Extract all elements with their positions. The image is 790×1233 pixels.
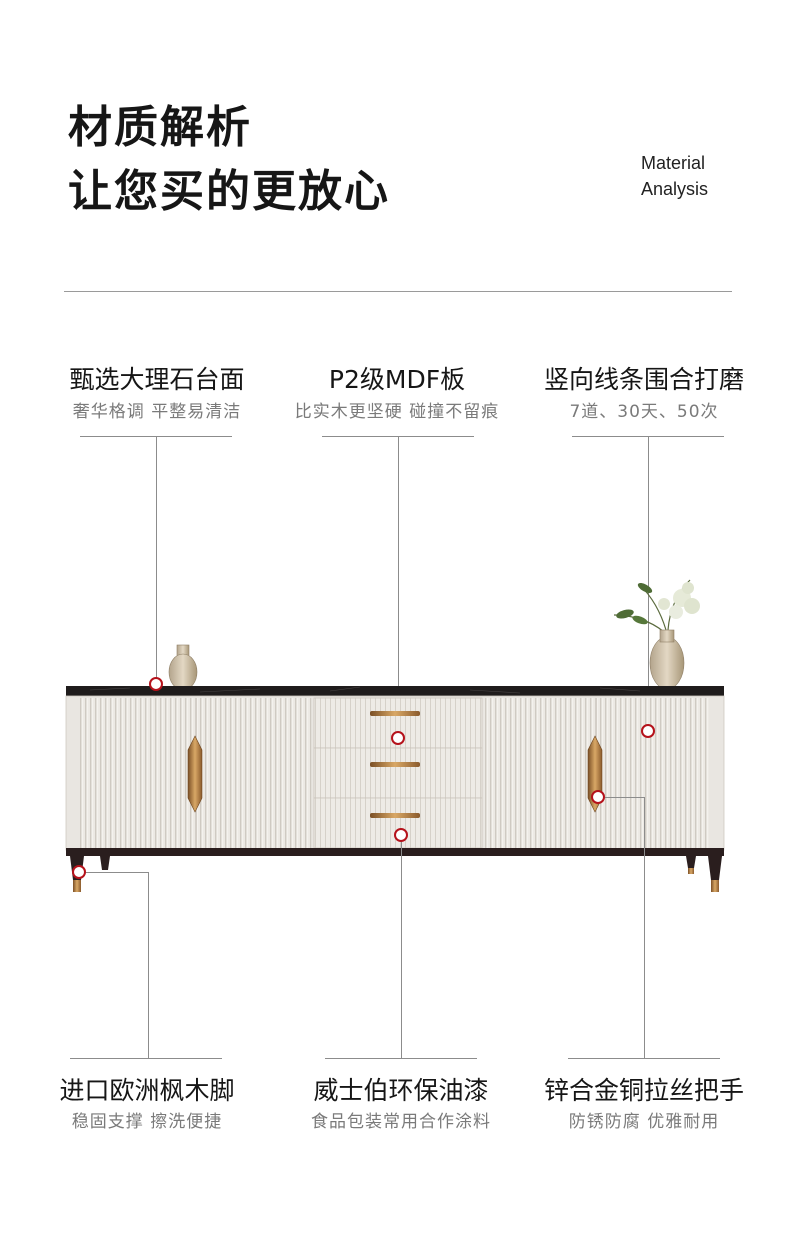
callout-leader-mdf-board bbox=[398, 436, 399, 731]
feature-title-paint: 威士伯环保油漆 bbox=[313, 1076, 489, 1105]
feature-subtitle-marble-top: 奢华格调 平整易清洁 bbox=[72, 402, 242, 422]
feature-subtitle-paint: 食品包装常用合作涂料 bbox=[311, 1112, 491, 1132]
sideboard-illustration bbox=[0, 560, 790, 910]
right-door-1 bbox=[484, 698, 595, 848]
feature-title-mdf-board: P2级MDF板 bbox=[328, 365, 466, 394]
hotspot-handles[interactable] bbox=[591, 790, 605, 804]
callout-rule-paint bbox=[325, 1058, 477, 1059]
flower-vase-right bbox=[613, 579, 700, 690]
callout-leader-handles bbox=[644, 797, 645, 1058]
callout-elbow-handles bbox=[605, 797, 644, 798]
hotspot-mdf-board[interactable] bbox=[391, 731, 405, 745]
callout-rule-maple-legs bbox=[70, 1058, 222, 1059]
hotspot-vertical-lines[interactable] bbox=[641, 724, 655, 738]
english-title-line-1: Material bbox=[641, 153, 706, 173]
feature-title-handles: 锌合金铜拉丝把手 bbox=[543, 1076, 744, 1105]
callout-elbow-maple-legs bbox=[86, 872, 148, 873]
leg-right bbox=[708, 856, 722, 892]
base-rail bbox=[66, 848, 724, 856]
leg-center-right bbox=[686, 856, 696, 874]
callout-leader-paint bbox=[401, 842, 402, 1058]
hotspot-maple-legs[interactable] bbox=[72, 865, 86, 879]
hotspot-marble-top[interactable] bbox=[149, 677, 163, 691]
feature-title-marble-top: 甄选大理石台面 bbox=[69, 365, 245, 394]
english-title-line-2: Analysis bbox=[641, 179, 709, 199]
page-title-line-1: 材质解析 bbox=[68, 102, 252, 153]
left-door-2 bbox=[197, 698, 312, 848]
feature-subtitle-handles: 防锈防腐 优雅耐用 bbox=[568, 1112, 720, 1132]
drawer-handle-bottom bbox=[370, 813, 420, 818]
leg-center-left bbox=[100, 856, 110, 870]
callout-leader-maple-legs bbox=[148, 872, 149, 1058]
feature-title-maple-legs: 进口欧洲枫木脚 bbox=[59, 1076, 235, 1105]
hotspot-paint[interactable] bbox=[394, 828, 408, 842]
callout-leader-marble-top bbox=[156, 436, 157, 678]
small-vase-left bbox=[168, 644, 198, 691]
feature-subtitle-mdf-board: 比实木更坚硬 碰撞不留痕 bbox=[294, 402, 500, 422]
marble-top bbox=[66, 686, 724, 696]
page-title-line-2: 让您买的更放心 bbox=[68, 166, 390, 217]
door-handle-left bbox=[187, 735, 203, 813]
sideboard-svg bbox=[65, 579, 725, 892]
callout-rule-handles bbox=[568, 1058, 720, 1059]
drawer-handle-top bbox=[370, 711, 420, 716]
left-door-1 bbox=[80, 698, 195, 848]
header-divider bbox=[64, 291, 732, 292]
right-door-2 bbox=[597, 698, 709, 848]
drawer-handle-middle bbox=[370, 762, 420, 767]
feature-subtitle-maple-legs: 稳固支撑 擦洗便捷 bbox=[71, 1112, 223, 1132]
feature-title-vertical-lines: 竖向线条围合打磨 bbox=[543, 365, 744, 394]
callout-leader-vertical-lines bbox=[648, 436, 649, 724]
feature-subtitle-vertical-lines: 7道、30天、50次 bbox=[569, 402, 719, 422]
drawer-middle bbox=[313, 747, 483, 799]
